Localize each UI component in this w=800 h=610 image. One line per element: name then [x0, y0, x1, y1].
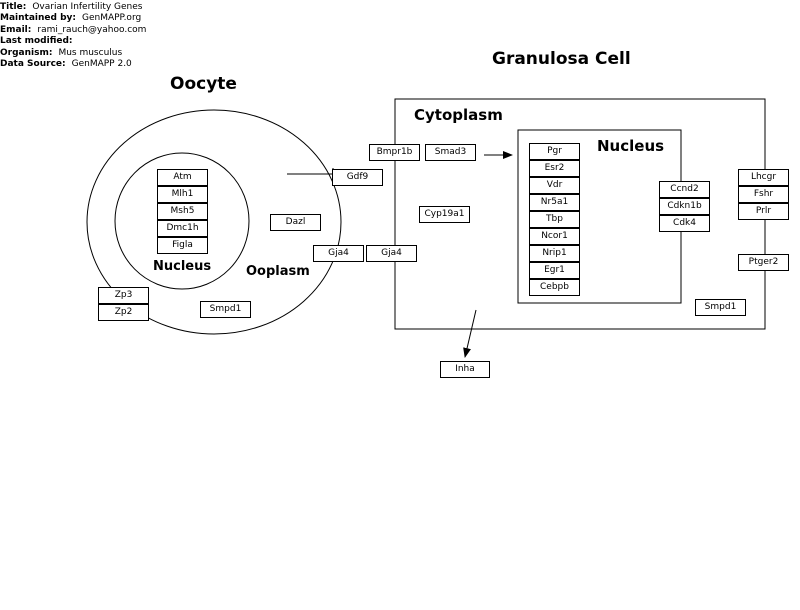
granulosa-nucleus-label: Nucleus — [597, 137, 665, 155]
gene-box-figla[interactable]: Figla — [157, 237, 208, 254]
meta-email-row: Email: rami_rauch@yahoo.com — [0, 25, 146, 36]
gene-box-dazl[interactable]: Dazl — [270, 214, 321, 231]
cytoplasm-label: Cytoplasm — [414, 106, 503, 124]
meta-title-key: Title: — [0, 2, 27, 12]
meta-email-key: Email: — [0, 24, 32, 35]
gene-box-cdkn1b[interactable]: Cdkn1b — [659, 198, 710, 215]
oocyte-nucleus-outline — [114, 152, 250, 290]
gene-box-bmpr1b[interactable]: Bmpr1b — [369, 144, 420, 161]
gene-box-atm[interactable]: Atm — [157, 169, 208, 186]
meta-email-value: rami_rauch@yahoo.com — [37, 24, 147, 35]
gene-box-gdf9[interactable]: Gdf9 — [332, 169, 383, 186]
gene-box-gja4-granulosa[interactable]: Gja4 — [366, 245, 417, 262]
oocyte-label: Oocyte — [170, 74, 237, 94]
gene-box-zp3[interactable]: Zp3 — [98, 287, 149, 304]
gene-box-smpd1-oocyte[interactable]: Smpd1 — [200, 301, 251, 318]
gene-box-dmc1h[interactable]: Dmc1h — [157, 220, 208, 237]
ooplasm-label: Ooplasm — [246, 264, 310, 279]
meta-source-row: Data Source: GenMAPP 2.0 — [0, 59, 146, 70]
meta-maintainer-row: Maintained by: GenMAPP.org — [0, 13, 146, 24]
gene-box-mlh1[interactable]: Mlh1 — [157, 186, 208, 203]
gene-box-cebpb[interactable]: Cebpb — [529, 279, 580, 296]
gene-box-smad3[interactable]: Smad3 — [425, 144, 476, 161]
gene-box-vdr[interactable]: Vdr — [529, 177, 580, 194]
meta-source-key: Data Source: — [0, 59, 66, 70]
gene-box-pgr[interactable]: Pgr — [529, 143, 580, 160]
meta-maintainer-value: GenMAPP.org — [81, 13, 142, 24]
oocyte-nucleus-label: Nucleus — [153, 259, 212, 274]
meta-organism-key: Organism: — [0, 47, 53, 58]
meta-organism-value: Mus musculus — [58, 47, 123, 58]
meta-modified-row: Last modified: — [0, 36, 146, 47]
gene-box-cyp19a1[interactable]: Cyp19a1 — [419, 206, 470, 223]
meta-modified-key: Last modified: — [0, 36, 73, 47]
gene-box-fshr[interactable]: Fshr — [738, 186, 789, 203]
gene-box-lhcgr[interactable]: Lhcgr — [738, 169, 789, 186]
gene-box-zp2[interactable]: Zp2 — [98, 304, 149, 321]
gene-box-nrip1[interactable]: Nrip1 — [529, 245, 580, 262]
gene-box-ptger2[interactable]: Ptger2 — [738, 254, 789, 271]
meta-title-row: Title: Ovarian Infertility Genes — [0, 2, 146, 13]
gene-box-msh5[interactable]: Msh5 — [157, 203, 208, 220]
gene-box-inha[interactable]: Inha — [440, 361, 490, 378]
meta-organism-row: Organism: Mus musculus — [0, 48, 146, 59]
granulosa-to-inha-arrow — [463, 309, 477, 358]
granulosa-cell-label: Granulosa Cell — [492, 49, 631, 69]
gene-box-esr2[interactable]: Esr2 — [529, 160, 580, 177]
oocyte-outline — [86, 109, 342, 335]
meta-title-value: Ovarian Infertility Genes — [32, 2, 143, 12]
gene-box-ccnd2[interactable]: Ccnd2 — [659, 181, 710, 198]
meta-source-value: GenMAPP 2.0 — [71, 59, 132, 70]
pathway-metadata: Title: Ovarian Infertility Genes Maintain… — [0, 2, 146, 70]
gene-box-nr5a1[interactable]: Nr5a1 — [529, 194, 580, 211]
gene-box-egr1[interactable]: Egr1 — [529, 262, 580, 279]
gene-box-ncor1[interactable]: Ncor1 — [529, 228, 580, 245]
gene-box-cdk4[interactable]: Cdk4 — [659, 215, 710, 232]
gene-box-prlr[interactable]: Prlr — [738, 203, 789, 220]
gene-box-tbp[interactable]: Tbp — [529, 211, 580, 228]
gene-box-gja4-oocyte[interactable]: Gja4 — [313, 245, 364, 262]
gene-box-smpd1-granulosa[interactable]: Smpd1 — [695, 299, 746, 316]
meta-maintainer-key: Maintained by: — [0, 13, 76, 24]
